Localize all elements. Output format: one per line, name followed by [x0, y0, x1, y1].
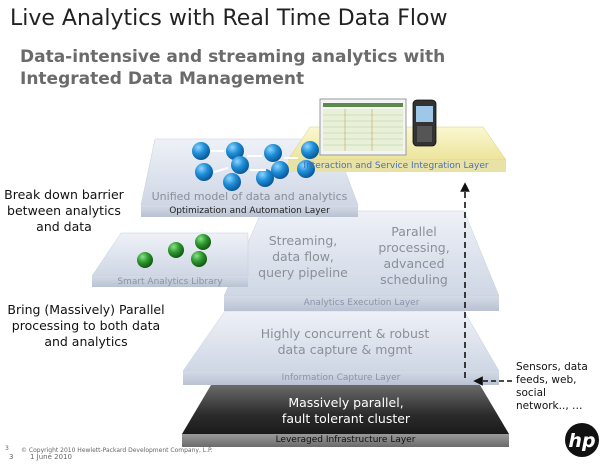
data-sphere — [223, 173, 241, 191]
page-number-small: 3 — [5, 445, 9, 452]
analytics-sphere — [195, 234, 211, 250]
information-capture-label: Information Capture Layer — [281, 373, 401, 383]
data-flow-arrows — [460, 182, 512, 386]
dashboard-screen-icon — [319, 98, 407, 156]
infrastructure-text: Massively parallel, fault tolerant clust… — [281, 395, 411, 426]
hp-logo: hp — [565, 423, 599, 457]
infrastructure-layer — [182, 385, 509, 447]
data-sphere — [297, 160, 315, 178]
page-number: 3 — [9, 453, 14, 461]
mobile-phone-icon — [412, 99, 437, 147]
subtitle-line-1: Data-intensive and streaming analytics w… — [20, 47, 446, 67]
data-sphere — [192, 142, 210, 160]
data-sphere — [231, 156, 249, 174]
information-capture-layer — [182, 310, 500, 385]
footer-date: 1 June 2010 — [30, 453, 72, 461]
data-sphere — [271, 161, 289, 179]
analytics-execution-text-right: Parallel processing, advanced scheduling — [378, 224, 450, 287]
data-spheres-group — [192, 141, 319, 191]
slide-title: Live Analytics with Real Time Data Flow — [10, 6, 448, 31]
copyright-text: © Copyright 2010 Hewlett-Packard Develop… — [21, 447, 213, 454]
data-sphere — [264, 144, 282, 162]
interaction-layer-label: Interaction and Service Integration Laye… — [303, 161, 489, 171]
analytics-sphere — [191, 251, 207, 267]
sensors-text: Sensors, data feeds, web, social network… — [516, 361, 588, 412]
data-sphere — [301, 141, 319, 159]
subtitle-line-2: Integrated Data Management — [20, 69, 305, 89]
data-sphere — [256, 169, 274, 187]
optimization-layer-label: Optimization and Automation Layer — [169, 206, 330, 216]
analytics-sphere — [137, 252, 153, 268]
analytics-execution-text-left: Streaming, data flow, query pipeline — [258, 233, 348, 280]
data-sphere — [226, 142, 244, 160]
infrastructure-label: Leveraged Infrastructure Layer — [275, 435, 416, 445]
smart-analytics-label: Smart Analytics Library — [117, 277, 223, 287]
parallel-processing-text: Bring (Massively) Parallel processing to… — [7, 302, 165, 349]
optimization-inner-text: Unified model of data and analytics — [151, 190, 348, 203]
slide-subtitle: Data-intensive and streaming analytics w… — [20, 46, 480, 90]
information-capture-text: Highly concurrent & robust data capture … — [260, 326, 430, 357]
analytics-spheres-group — [137, 234, 211, 268]
analytics-execution-label: Analytics Execution Layer — [303, 298, 420, 308]
analytics-execution-layer — [223, 210, 500, 311]
break-down-barrier-text: Break down barrier between analytics and… — [4, 187, 124, 234]
analytics-sphere — [168, 242, 184, 258]
svg-text:hp: hp — [568, 430, 595, 452]
data-sphere — [195, 163, 213, 181]
